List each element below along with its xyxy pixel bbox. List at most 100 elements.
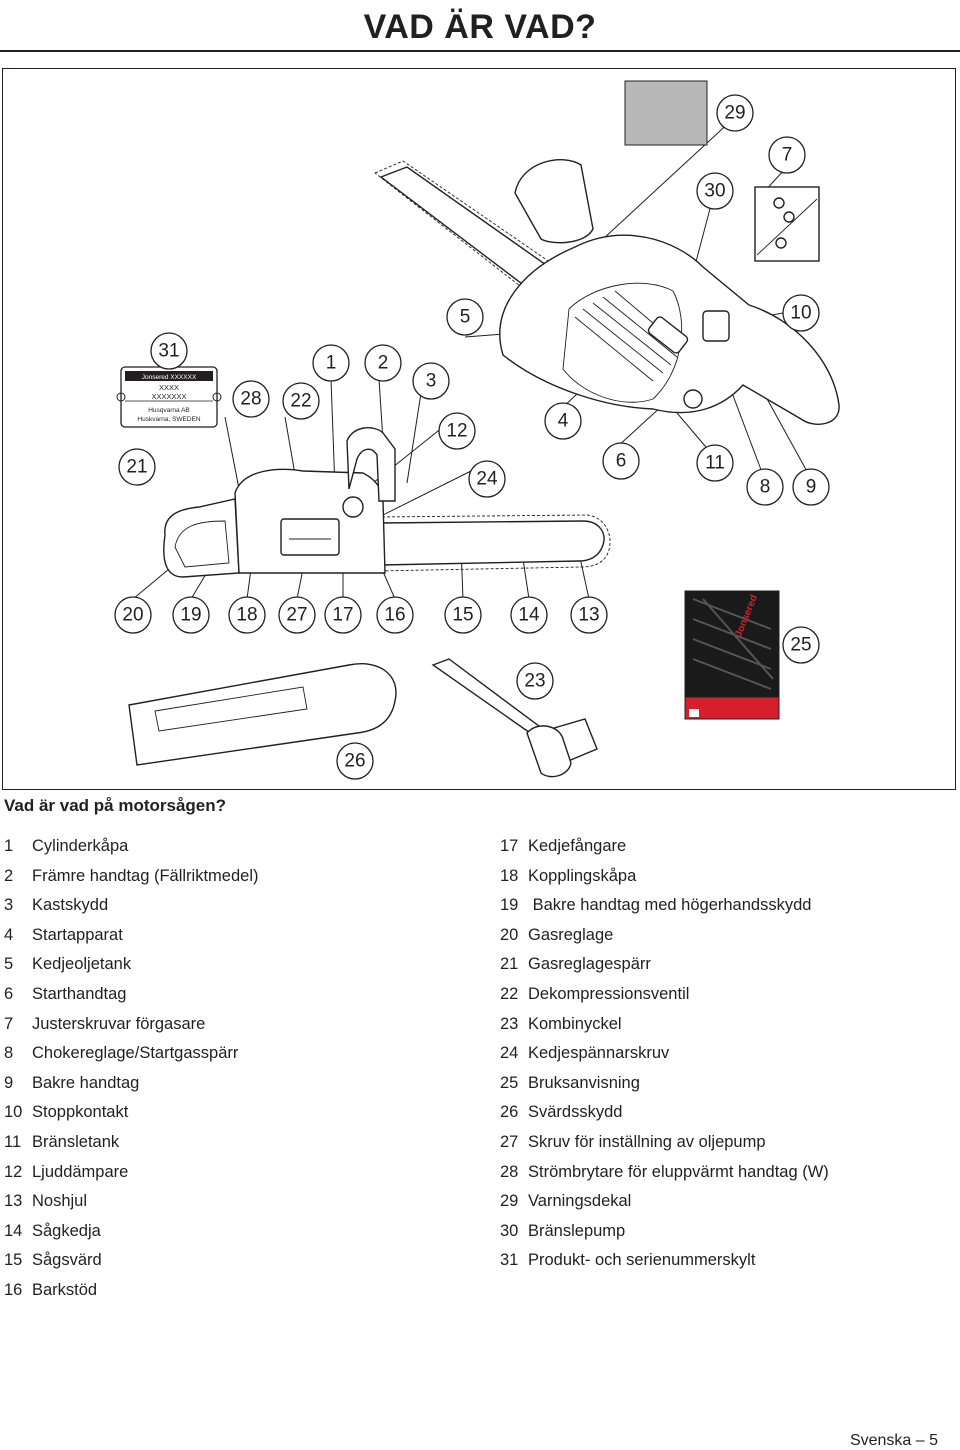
part-number: 18 [500, 866, 519, 885]
title-rule [0, 50, 960, 52]
svg-text:5: 5 [460, 307, 471, 328]
part-item: 23 Kombinyckel [500, 1014, 829, 1044]
warning-decal [624, 80, 708, 146]
part-label: Främre handtag (Fällriktmedel) [32, 866, 259, 885]
part-number: 20 [500, 925, 519, 944]
chainsaw-side-view [163, 427, 611, 578]
callout-23: 23 [516, 662, 554, 700]
part-number: 16 [4, 1280, 23, 1299]
callout-3: 3 [412, 362, 450, 400]
svg-text:20: 20 [122, 605, 143, 626]
callout-18: 18 [228, 596, 266, 634]
part-item: 28 Strömbrytare för eluppvärmt handtag (W… [500, 1162, 829, 1192]
svg-text:8: 8 [760, 477, 771, 498]
part-item: 9 Bakre handtag [4, 1073, 259, 1103]
bar-guard-26 [128, 663, 397, 766]
svg-text:12: 12 [446, 421, 467, 442]
callout-15: 15 [444, 596, 482, 634]
callout-2: 2 [364, 344, 402, 382]
svg-text:11: 11 [705, 453, 725, 474]
callout-28: 28 [232, 380, 270, 418]
part-number: 25 [500, 1073, 519, 1092]
callout-25: 25 [782, 626, 820, 664]
part-number: 15 [4, 1251, 23, 1270]
svg-text:23: 23 [524, 671, 545, 692]
svg-text:3: 3 [426, 371, 437, 392]
callout-13: 13 [570, 596, 608, 634]
nameplate-line3: XXXXXXX [151, 392, 186, 401]
part-number: 21 [500, 955, 519, 974]
part-label: Justerskruvar förgasare [32, 1014, 206, 1033]
part-label: Bakre handtag [32, 1073, 140, 1092]
part-number: 24 [500, 1044, 519, 1063]
svg-text:6: 6 [616, 451, 627, 472]
part-item: 12 Ljuddämpare [4, 1162, 259, 1192]
part-number: 26 [500, 1103, 519, 1122]
part-number: 9 [4, 1073, 14, 1092]
part-label: Gasreglage [528, 925, 614, 944]
svg-text:24: 24 [476, 469, 498, 490]
part-number: 27 [500, 1132, 519, 1151]
nameplate-31: Jonsered XXXXXX XXXX XXXXXXX Husqvarna A… [116, 366, 222, 428]
callout-17: 17 [324, 596, 362, 634]
callout-14: 14 [510, 596, 548, 634]
part-label: Skruv för inställning av oljepump [528, 1132, 766, 1151]
callout-20: 20 [114, 596, 152, 634]
callout-markers: 31 28 22 1 2 3 5 12 4 24 6 11 8 9 10 30 … [114, 94, 830, 780]
part-label: Gasreglagespärr [528, 955, 651, 974]
svg-text:10: 10 [790, 303, 811, 324]
part-label: Produkt- och serienummerskylt [528, 1251, 756, 1270]
svg-text:19: 19 [180, 605, 201, 626]
part-label: Ljuddämpare [32, 1162, 129, 1181]
part-label: Starthandtag [32, 984, 127, 1003]
part-label: Kombinyckel [528, 1014, 622, 1033]
part-number: 12 [4, 1162, 23, 1181]
callout-29: 29 [716, 94, 754, 132]
svg-text:25: 25 [790, 635, 811, 656]
part-label: Strömbrytare för eluppvärmt handtag (W) [528, 1162, 829, 1181]
callout-30: 30 [696, 172, 734, 210]
part-number: 19 [500, 896, 519, 915]
page-footer: Svenska – 5 [849, 1432, 938, 1449]
part-label: Varningsdekal [528, 1192, 632, 1211]
part-label: Kopplingskåpa [528, 866, 637, 885]
svg-text:31: 31 [158, 341, 179, 362]
part-label: Dekompressionsventil [528, 984, 690, 1003]
chainsaw-illustration: Jonsered XXXXXX XXXX XXXXXXX Husqvarna A… [114, 80, 840, 780]
callout-31: 31 [150, 332, 188, 370]
part-label: Bränsletank [32, 1132, 120, 1151]
svg-text:15: 15 [452, 605, 473, 626]
part-label: Stoppkontakt [32, 1103, 129, 1122]
part-number: 5 [4, 955, 14, 974]
part-number: 28 [500, 1162, 519, 1181]
svg-text:29: 29 [724, 103, 745, 124]
nameplate-line4: Husqvarna AB [148, 407, 190, 414]
callout-4: 4 [544, 402, 582, 440]
part-label: Bakre handtag med högerhandsskydd [528, 896, 812, 915]
callout-11: 11 [696, 444, 734, 482]
combination-wrench-23 [431, 658, 598, 778]
part-label: Sågkedja [32, 1221, 101, 1240]
part-number: 13 [4, 1192, 23, 1211]
nameplate-line1: Jonsered XXXXXX [142, 374, 197, 381]
svg-text:2: 2 [378, 353, 389, 374]
carburetor-adjustment-inset [754, 186, 820, 262]
part-label: Sågsvärd [32, 1251, 102, 1270]
svg-text:30: 30 [704, 181, 725, 202]
part-item: 2 Främre handtag (Fällriktmedel) [4, 866, 259, 896]
part-number: 2 [4, 866, 14, 885]
part-number: 23 [500, 1014, 519, 1033]
part-label: Kedjespännarskruv [528, 1044, 670, 1063]
